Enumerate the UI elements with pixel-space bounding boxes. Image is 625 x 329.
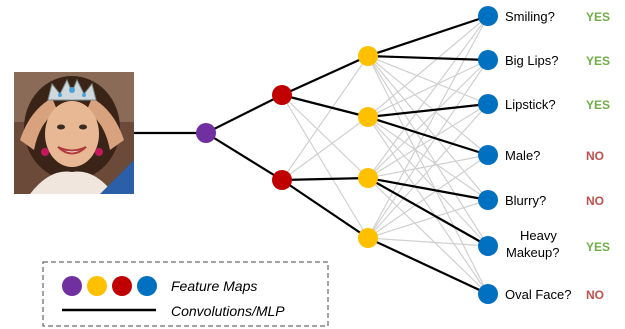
output-labels: Smiling? YES Big Lips? YES Lipstick? YES Male?… xyxy=(505,9,610,302)
thick-connections xyxy=(134,14,489,295)
output-label: Oval Face? xyxy=(505,287,571,302)
hidden2-node xyxy=(358,168,378,188)
legend-dot-yellow xyxy=(87,276,107,296)
thin-connections xyxy=(281,15,489,295)
legend-dot-blue xyxy=(137,276,157,296)
thin-edge xyxy=(281,55,369,181)
thin-edge xyxy=(367,177,489,295)
answer-no: NO xyxy=(586,149,604,163)
thick-edge xyxy=(281,176,369,182)
thin-edge xyxy=(367,154,489,239)
thin-edge xyxy=(367,103,489,179)
thin-edge xyxy=(367,59,489,179)
thin-edge xyxy=(367,237,489,247)
thick-edge xyxy=(367,54,489,62)
output-label: Blurry? xyxy=(505,193,546,208)
output-label: Lipstick? xyxy=(505,97,556,112)
output-label: Makeup? xyxy=(506,245,559,260)
hidden1-node xyxy=(272,85,292,105)
thin-edge xyxy=(367,103,489,239)
thin-edge xyxy=(367,116,489,201)
thick-edge xyxy=(281,54,369,97)
answer-yes: YES xyxy=(586,54,610,68)
thick-edge xyxy=(205,94,283,134)
thin-edge xyxy=(367,154,489,179)
answer-yes: YES xyxy=(586,98,610,112)
thin-edge xyxy=(281,94,369,239)
legend-dot-red xyxy=(112,276,132,296)
output-label: Smiling? xyxy=(505,9,555,24)
input-node xyxy=(196,123,216,143)
legend-feature-maps: Feature Maps xyxy=(171,278,257,294)
hidden1-node xyxy=(272,170,292,190)
hidden2-node xyxy=(358,107,378,127)
hidden2-node xyxy=(358,46,378,66)
thick-edge xyxy=(367,115,489,157)
answer-no: NO xyxy=(586,288,604,302)
thick-edge xyxy=(367,102,489,119)
answer-yes: YES xyxy=(586,240,610,254)
thick-edge xyxy=(281,93,369,119)
thin-edge xyxy=(367,59,489,239)
face-photo xyxy=(14,72,134,194)
thin-edge xyxy=(367,15,489,179)
output-node xyxy=(478,94,498,114)
network-nodes xyxy=(196,6,498,304)
thin-edge xyxy=(367,116,489,247)
thin-edge xyxy=(367,199,489,239)
thick-edge xyxy=(367,237,489,295)
output-node xyxy=(478,50,498,70)
thin-edge xyxy=(367,15,489,239)
thick-edge xyxy=(281,179,369,239)
legend: Feature Maps Convolutions/MLP xyxy=(42,261,329,327)
output-label: Male? xyxy=(505,148,540,163)
thin-edge xyxy=(367,116,489,295)
thick-edge xyxy=(205,132,283,181)
thin-edge xyxy=(281,94,369,179)
thin-edge xyxy=(367,15,489,118)
legend-box xyxy=(42,261,329,327)
output-label: Heavy xyxy=(520,228,557,243)
thick-edge xyxy=(367,176,489,202)
output-node xyxy=(478,145,498,165)
thick-edge xyxy=(367,14,489,58)
output-label: Big Lips? xyxy=(505,53,558,68)
output-node xyxy=(478,6,498,26)
legend-dot-purple xyxy=(62,276,82,296)
thin-edge xyxy=(367,55,489,156)
output-node xyxy=(478,190,498,210)
output-node xyxy=(478,284,498,304)
thick-edge xyxy=(367,177,489,247)
answer-yes: YES xyxy=(586,10,610,24)
thin-edge xyxy=(281,116,369,181)
thin-edge xyxy=(367,55,489,295)
legend-convolutions: Convolutions/MLP xyxy=(171,303,285,319)
thin-edge xyxy=(367,55,489,105)
output-node xyxy=(478,236,498,256)
thin-edge xyxy=(367,55,489,247)
hidden2-node xyxy=(358,228,378,248)
thin-edge xyxy=(367,59,489,118)
answer-no: NO xyxy=(586,194,604,208)
